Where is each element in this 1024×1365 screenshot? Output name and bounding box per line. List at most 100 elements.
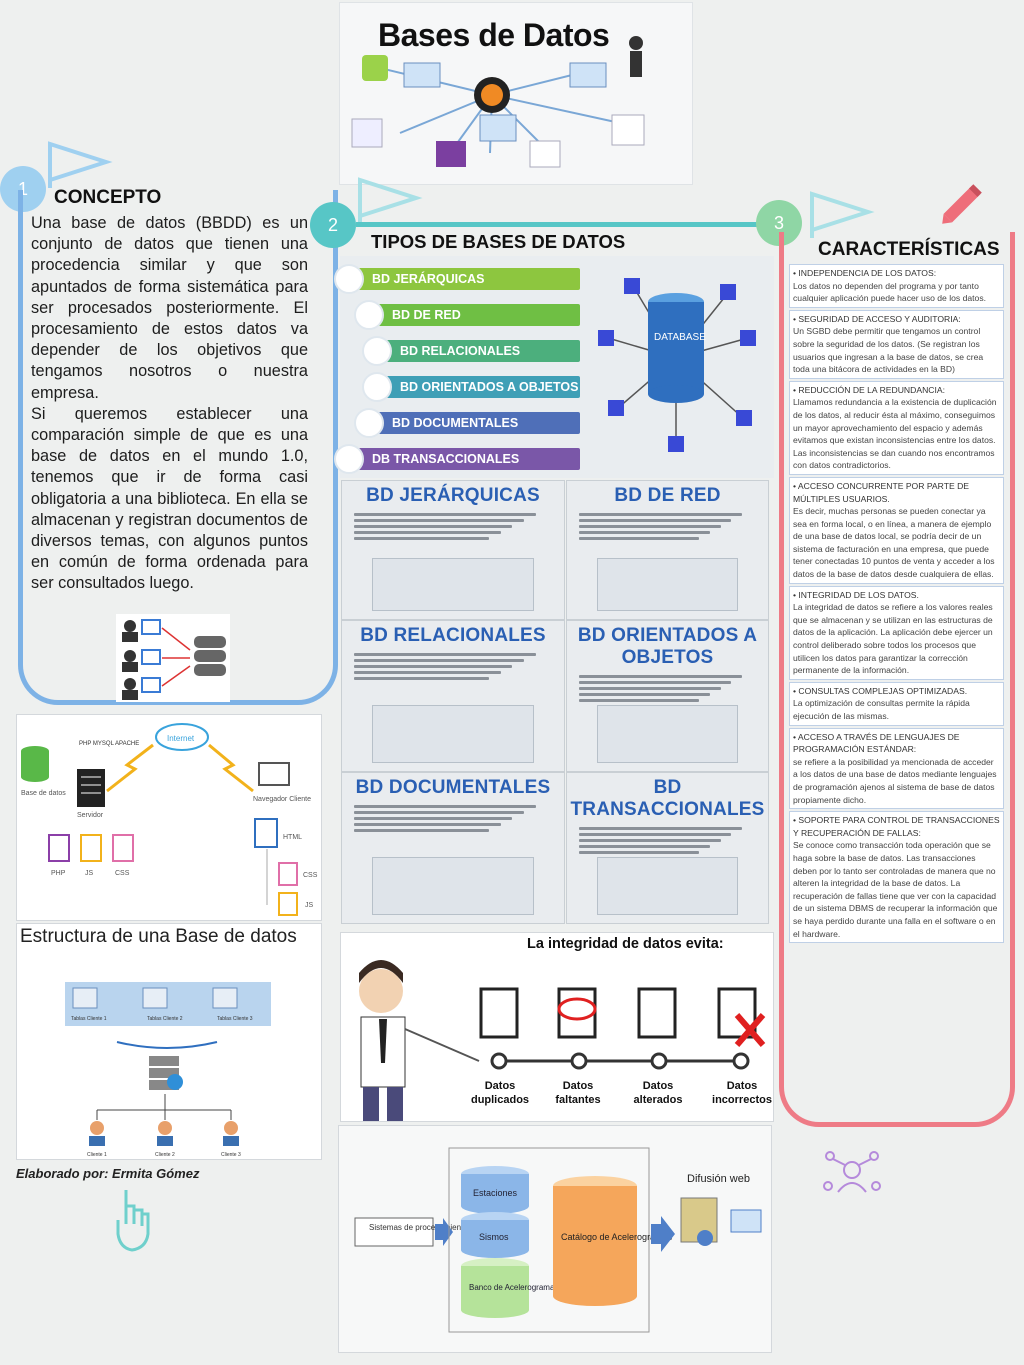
tile-diagram bbox=[372, 558, 534, 611]
step-number: 1 bbox=[17, 178, 28, 199]
step-number: 3 bbox=[773, 212, 784, 233]
flag-icon bbox=[810, 191, 875, 238]
tile-text-placeholder bbox=[579, 675, 756, 702]
characteristic-item: • CONSULTAS COMPLEJAS OPTIMIZADAS. La opt… bbox=[789, 681, 1004, 726]
type-bar: BD ORIENTADOS A OBJETOS bbox=[370, 376, 580, 398]
characteristic-heading: • INTEGRIDAD DE LOS DATOS. bbox=[793, 589, 919, 600]
network-person-icon bbox=[823, 1151, 881, 1193]
concept-text: Una base de datos (BBDD) es un conjunto … bbox=[31, 213, 308, 595]
concept-paragraph: Una base de datos (BBDD) es un conjunto … bbox=[31, 214, 308, 402]
type-bar-knob bbox=[362, 372, 392, 402]
web-label: Difusión web bbox=[687, 1173, 750, 1185]
characteristic-item: • INTEGRIDAD DE LOS DATOS. La integridad … bbox=[789, 585, 1004, 680]
concept-frame bbox=[18, 190, 338, 705]
database-label: DATABASE bbox=[654, 332, 706, 343]
hand-pointer-icon bbox=[116, 1190, 150, 1252]
characteristic-item: • REDUCCIÓN DE LA REDUNDANCIA: Llamamos r… bbox=[789, 380, 1004, 475]
type-bar: BD JERÁRQUICAS bbox=[342, 268, 580, 290]
structure-panel: Estructura de una Base de datos Tablas C… bbox=[16, 923, 322, 1160]
flag-icon bbox=[358, 177, 423, 224]
characteristic-text: La integridad de datos se refiere a los … bbox=[793, 602, 993, 676]
internet-label: Internet bbox=[167, 734, 195, 743]
type-tile: BD JERÁRQUICAS bbox=[341, 480, 565, 620]
concept-paragraph: Si queremos establecer una comparación s… bbox=[31, 404, 308, 593]
catalog-label: Catálogo de Acelerogramas bbox=[561, 1232, 673, 1242]
web-architecture-diagram: Internet Base de datos PHP MYSQL APACHE … bbox=[16, 714, 322, 921]
characteristics-title: CARACTERÍSTICAS bbox=[818, 239, 1000, 260]
characteristic-text: Los datos no dependen del programa y por… bbox=[793, 280, 987, 304]
type-tile: BD TRANSACCIONALES bbox=[566, 772, 769, 924]
characteristic-text: Es decir, muchas personas se pueden cone… bbox=[793, 506, 995, 580]
tile-title: BD DOCUMENTALES bbox=[355, 777, 551, 798]
pencil-icon bbox=[942, 184, 982, 224]
integrity-label: Datos alterados bbox=[633, 1080, 683, 1106]
server-label: Servidor bbox=[77, 812, 104, 819]
integrity-label: Datos faltantes bbox=[555, 1080, 601, 1106]
type-tile: BD DE RED bbox=[566, 480, 769, 620]
characteristic-item: • ACCESO A TRAVÉS DE LENGUAJES DE PROGRA… bbox=[789, 727, 1004, 810]
characteristic-item: • INDEPENDENCIA DE LOS DATOS: Los datos n… bbox=[789, 264, 1004, 308]
client-label: Cliente 3 bbox=[221, 1152, 241, 1158]
integrity-title: La integridad de datos evita: bbox=[527, 936, 724, 952]
integrity-label: Datos duplicados bbox=[470, 1080, 530, 1106]
table-label: Tablas Cliente 3 bbox=[217, 1016, 253, 1022]
tile-diagram bbox=[597, 558, 738, 611]
table-label: Tablas Cliente 1 bbox=[71, 1016, 107, 1022]
characteristic-text: se refiere a la posibilidad ya mencionad… bbox=[793, 756, 997, 805]
tile-title: BD DE RED bbox=[614, 485, 721, 506]
characteristic-text: Llamamos redundancia a la existencia de … bbox=[793, 397, 997, 446]
concept-title: CONCEPTO bbox=[54, 187, 162, 208]
type-tile: BD RELACIONALES bbox=[341, 620, 565, 772]
tile-title: BD TRANSACCIONALES bbox=[570, 777, 765, 820]
tile-text-placeholder bbox=[354, 805, 552, 832]
characteristic-text: La optimización de consultas permite la … bbox=[793, 698, 970, 721]
tile-diagram bbox=[372, 857, 534, 915]
type-bar: BD RELACIONALES bbox=[370, 340, 580, 362]
tile-text-placeholder bbox=[579, 513, 756, 540]
clients-server-icon bbox=[116, 614, 230, 702]
integrity-panel: La integridad de datos evita: Datos dupl… bbox=[340, 932, 774, 1122]
characteristic-text: Se conoce como transacción toda operació… bbox=[793, 840, 998, 939]
type-bar-knob bbox=[362, 336, 392, 366]
web-file-label: CSS bbox=[303, 872, 318, 879]
db-label: Banco de Acelerogramas (ASA2.0) bbox=[469, 1283, 593, 1292]
characteristic-heading: • REDUCCIÓN DE LA REDUNDANCIA: bbox=[793, 384, 945, 395]
file-label: JS bbox=[85, 870, 94, 877]
tile-diagram bbox=[597, 705, 738, 763]
tile-diagram bbox=[372, 705, 534, 763]
type-bar-knob bbox=[334, 264, 364, 294]
type-bar-knob bbox=[354, 408, 384, 438]
step-2-circle: 2 bbox=[310, 202, 356, 248]
characteristic-item: • ACCESO CONCURRENTE POR PARTE DE MÚLTIP… bbox=[789, 476, 1004, 584]
characteristic-item: • SEGURIDAD DE ACCESO Y AUDITORIA:Un SGB… bbox=[789, 309, 1004, 379]
characteristic-heading: • ACCESO CONCURRENTE POR PARTE DE MÚLTIP… bbox=[793, 480, 970, 504]
integrity-label: Datos incorrectos bbox=[712, 1080, 772, 1106]
tile-title: BD RELACIONALES bbox=[360, 625, 546, 646]
tile-text-placeholder bbox=[354, 653, 552, 680]
db-label: Estaciones bbox=[473, 1188, 518, 1198]
characteristic-heading: • ACCESO A TRAVÉS DE LENGUAJES DE PROGRA… bbox=[793, 731, 960, 755]
client-label: Navegador Cliente bbox=[253, 796, 311, 803]
characteristic-heading: • CONSULTAS COMPLEJAS OPTIMIZADAS. bbox=[793, 685, 968, 696]
db-label: Sismos bbox=[479, 1232, 509, 1242]
server-stack-label: PHP MYSQL APACHE bbox=[79, 741, 139, 747]
tile-text-placeholder bbox=[354, 513, 552, 540]
file-label: CSS bbox=[115, 870, 130, 877]
types-title: TIPOS DE BASES DE DATOS bbox=[371, 231, 626, 252]
network-illustration bbox=[351, 36, 645, 168]
web-file-label: JS bbox=[305, 902, 314, 909]
flag-icon bbox=[48, 141, 113, 188]
step-number: 2 bbox=[327, 214, 338, 235]
web-file-label: HTML bbox=[283, 834, 302, 841]
tile-title: BD JERÁRQUICAS bbox=[366, 485, 540, 506]
type-tile: BD DOCUMENTALES bbox=[341, 772, 565, 924]
characteristics-list: • INDEPENDENCIA DE LOS DATOS: Los datos n… bbox=[789, 264, 1004, 1099]
type-bar: DB TRANSACCIONALES bbox=[342, 448, 580, 470]
database-illustration: DATABASE bbox=[598, 278, 756, 452]
structure-title: Estructura de una Base de datos bbox=[20, 926, 297, 947]
header-image: Bases de Datos bbox=[339, 2, 693, 185]
type-bar: BD DOCUMENTALES bbox=[362, 412, 580, 434]
author-credit: Elaborado por: Ermita Gómez bbox=[16, 1166, 200, 1181]
characteristic-heading: • INDEPENDENCIA DE LOS DATOS: bbox=[793, 268, 937, 278]
characteristic-heading: • SOPORTE PARA CONTROL DE TRANSACCIONES … bbox=[793, 815, 1000, 838]
